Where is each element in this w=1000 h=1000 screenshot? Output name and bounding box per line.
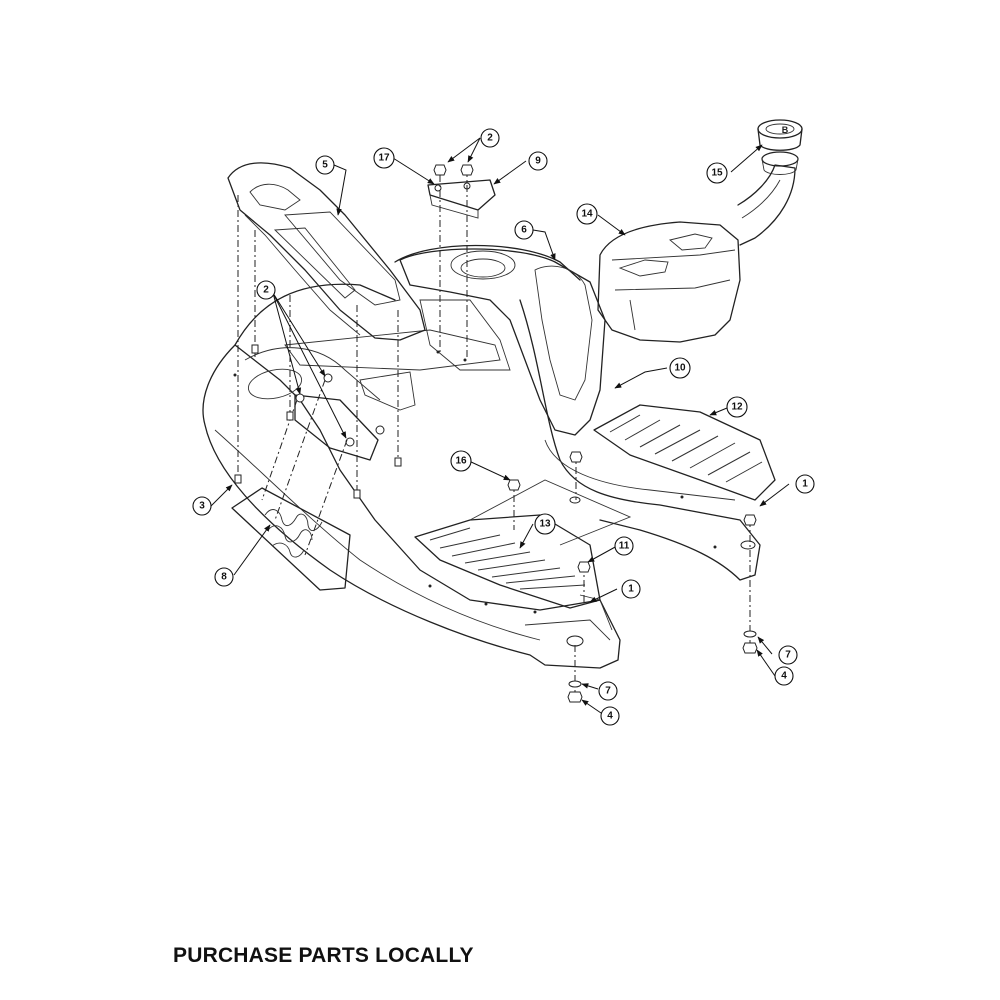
svg-text:8: 8: [221, 572, 227, 583]
svg-text:B: B: [782, 125, 789, 135]
fuel-cap: B: [757, 119, 803, 175]
callout-10: 10: [669, 357, 691, 379]
left-floor-mat: [414, 479, 632, 609]
svg-text:1: 1: [802, 479, 808, 490]
callout-3: 3: [192, 496, 212, 516]
svg-text:13: 13: [539, 519, 551, 530]
mounting-bracket: [427, 179, 496, 219]
svg-text:16: 16: [455, 456, 467, 467]
fender-body: [202, 244, 761, 669]
callout-2a: 2: [480, 128, 500, 148]
svg-text:11: 11: [619, 541, 630, 552]
callout-13: 13: [534, 513, 556, 535]
callout-7b: 7: [598, 681, 618, 701]
left-mat-ribs: [429, 527, 586, 590]
callout-11: 11: [614, 536, 634, 556]
callout-5: 5: [315, 155, 335, 175]
hardware-centerlines: [234, 164, 758, 703]
svg-text:2: 2: [487, 133, 493, 144]
svg-text:7: 7: [785, 650, 791, 661]
svg-text:7: 7: [605, 686, 611, 697]
callout-17: 17: [373, 147, 395, 169]
fuel-tank-cover: [399, 248, 606, 436]
callout-7a: 7: [778, 645, 798, 665]
svg-text:3: 3: [199, 501, 205, 512]
callout-leaders: [210, 137, 790, 714]
svg-text:12: 12: [731, 402, 743, 413]
callout-1a: 1: [795, 474, 815, 494]
svg-text:1: 1: [628, 584, 634, 595]
svg-text:9: 9: [535, 156, 541, 167]
fuel-tank: [597, 164, 796, 343]
callout-16: 16: [450, 450, 472, 472]
right-mat-ribs: [609, 414, 763, 483]
svg-text:5: 5: [322, 160, 328, 171]
svg-text:6: 6: [521, 225, 527, 236]
svg-text:14: 14: [581, 209, 593, 220]
callout-15: 15: [706, 162, 728, 184]
callout-14: 14: [576, 203, 598, 225]
svg-text:17: 17: [378, 153, 390, 164]
svg-text:2: 2: [263, 285, 269, 296]
callout-9: 9: [528, 151, 548, 171]
dash-mount-plate: [284, 329, 501, 411]
svg-text:15: 15: [711, 168, 723, 179]
rear-panel: [231, 487, 351, 591]
callout-12: 12: [726, 396, 748, 418]
callout-1b: 1: [621, 579, 641, 599]
svg-text:4: 4: [607, 711, 613, 722]
callout-2b: 2: [256, 280, 276, 300]
callout-8: 8: [214, 567, 234, 587]
callout-4a: 4: [774, 666, 794, 686]
seat-plate: [294, 373, 385, 461]
right-floor-mat: [593, 404, 776, 501]
purchase-parts-locally-note: PURCHASE PARTS LOCALLY: [173, 944, 474, 967]
callout-4b: 4: [600, 706, 620, 726]
console-housing: [227, 162, 426, 341]
svg-text:10: 10: [674, 363, 686, 374]
svg-text:4: 4: [781, 671, 787, 682]
callout-6: 6: [514, 220, 534, 240]
